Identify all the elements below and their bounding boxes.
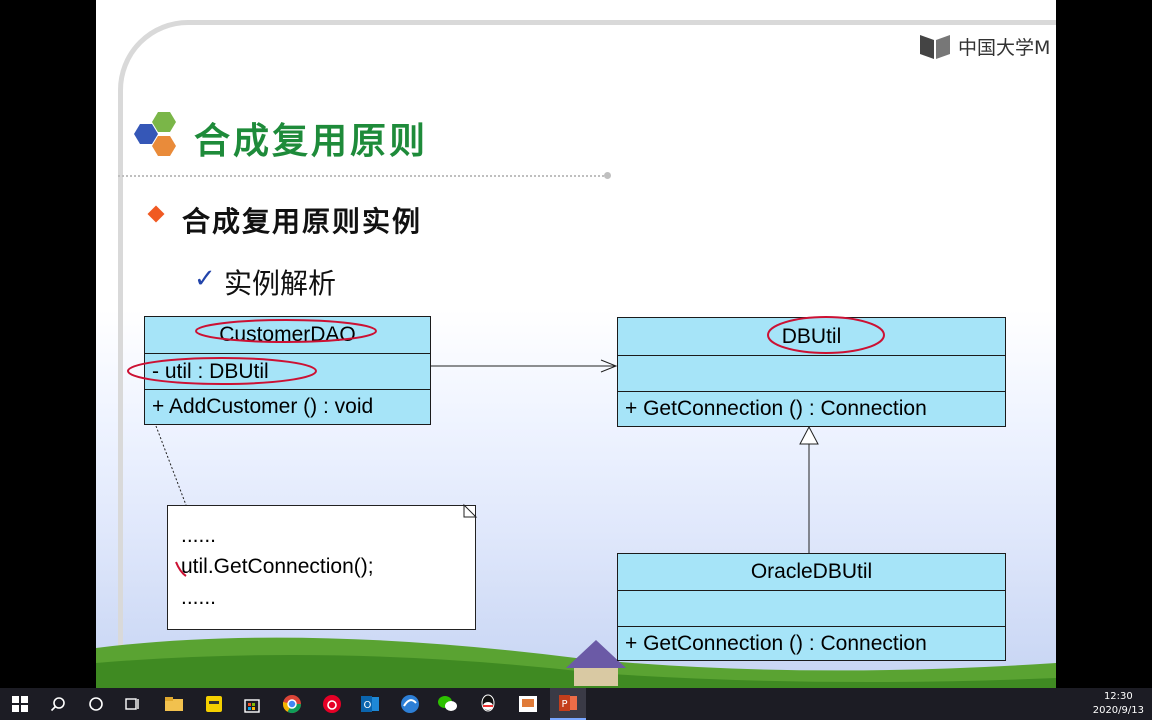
taskbar: O P 12:30 2020/9/13 [0, 688, 1152, 720]
uml-class-oracledbutil: OracleDBUtil + GetConnection () : Connec… [617, 553, 1006, 661]
diagram-overlay [127, 316, 885, 577]
hexagon-cluster-icon [134, 112, 176, 156]
divider-dot [604, 172, 611, 179]
qq-icon[interactable] [470, 688, 506, 720]
store-icon[interactable] [234, 688, 270, 720]
note-line: util.GetConnection(); [181, 555, 374, 578]
annotation-circle-customerdao [195, 319, 377, 343]
uml-class-dbutil: DBUtil + GetConnection () : Connection [617, 317, 1006, 427]
class-attribute: - util : DBUtil [145, 353, 430, 389]
system-clock[interactable]: 12:30 2020/9/13 [1093, 690, 1144, 718]
sub-bullet-text: 实例解析 [224, 267, 337, 300]
class-name: OracleDBUtil [750, 560, 873, 583]
uml-class-customerdao: CustomerDAO - util : DBUtil + AddCustome… [144, 316, 431, 425]
association-arrowhead [600, 359, 618, 373]
svg-text:O: O [364, 700, 372, 711]
whiteboard-icon[interactable] [510, 688, 546, 720]
netease-music-icon[interactable] [314, 688, 350, 720]
clock-time: 12:30 [1103, 691, 1133, 702]
page-title: 合成复用原则 [194, 120, 429, 162]
task-view-icon[interactable] [114, 688, 150, 720]
grass-decoration [96, 637, 1056, 688]
windows-start-icon[interactable] [2, 688, 38, 720]
uml-note: ...... util.GetConnection(); ...... [167, 505, 476, 630]
slide-frame [118, 20, 1056, 688]
logo-text: 中国大学M [958, 36, 1051, 59]
chrome-icon[interactable] [274, 688, 310, 720]
powerpoint-icon[interactable]: P [550, 688, 586, 720]
annotation-circle-dbutil [767, 316, 885, 354]
book-logo-icon [920, 35, 950, 59]
class-name: DBUtil [781, 324, 842, 348]
generalization-arrowhead [799, 425, 819, 445]
sticky-notes-icon[interactable] [196, 688, 232, 720]
annotation-tick [175, 561, 187, 577]
cortana-icon[interactable] [78, 688, 114, 720]
annotation-circle-util [127, 357, 317, 385]
checkmark-icon: ✓ [194, 264, 216, 294]
class-attribute [618, 355, 1005, 391]
slide: 中国大学M 合成复用原则 合成复用原则实例 ✓ 实例解析 CustomerDAO… [96, 0, 1056, 688]
title-divider [118, 175, 608, 177]
class-operation: + AddCustomer () : void [145, 389, 430, 424]
class-operation: + GetConnection () : Connection [618, 391, 1005, 426]
note-line: ...... [181, 586, 217, 609]
outlook-icon[interactable]: O [352, 688, 388, 720]
note-folded-corner [463, 503, 478, 518]
browser-icon[interactable] [392, 688, 428, 720]
search-icon[interactable] [40, 688, 76, 720]
note-line: ...... [181, 524, 217, 547]
mooc-logo: 中国大学M [918, 30, 1056, 62]
file-explorer-icon[interactable] [156, 688, 192, 720]
wechat-icon[interactable] [430, 688, 466, 720]
note-connector [155, 425, 187, 506]
clock-date: 2020/9/13 [1092, 705, 1144, 716]
class-operation: + GetConnection () : Connection [618, 626, 1005, 660]
class-attribute [618, 590, 1005, 626]
svg-text:P: P [562, 699, 568, 710]
slide-subtitle: 合成复用原则实例 [182, 205, 423, 238]
